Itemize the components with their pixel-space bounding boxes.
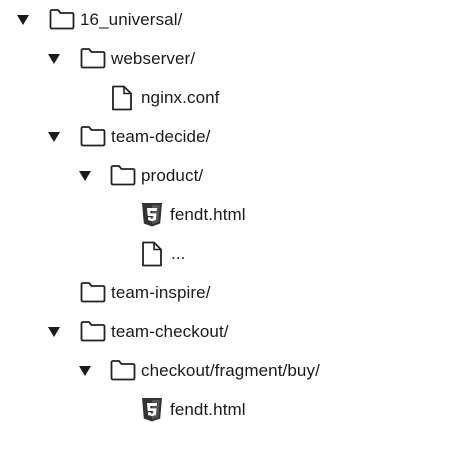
tree-item-more[interactable]: ... xyxy=(0,239,300,269)
tree-item-team-checkout[interactable]: team-checkout/ xyxy=(0,317,300,347)
file-icon xyxy=(141,241,163,267)
folder-icon xyxy=(80,281,106,303)
tree-item-label: 16_universal/ xyxy=(80,10,183,29)
expand-triangle-icon[interactable] xyxy=(47,53,61,65)
tree-item-checkout-fragment-buy[interactable]: checkout/fragment/buy/ xyxy=(0,356,360,386)
expand-triangle-icon[interactable] xyxy=(47,326,61,338)
folder-icon xyxy=(110,359,136,381)
tree-item-label: product/ xyxy=(141,166,204,185)
tree-item-product[interactable]: product/ xyxy=(0,161,300,191)
expand-triangle-icon[interactable] xyxy=(78,365,92,377)
html5-icon xyxy=(141,397,163,423)
html5-icon xyxy=(141,202,163,228)
expand-triangle-icon[interactable] xyxy=(47,131,61,143)
tree-item-webserver[interactable]: webserver/ xyxy=(0,44,300,74)
folder-icon xyxy=(80,125,106,147)
tree-item-fendt-html[interactable]: fendt.html xyxy=(0,200,300,230)
tree-item-fendt-html[interactable]: fendt.html xyxy=(0,395,300,425)
folder-icon xyxy=(80,47,106,69)
tree-item-label: team-checkout/ xyxy=(111,322,229,341)
tree-item-label: fendt.html xyxy=(170,205,246,224)
expand-triangle-icon[interactable] xyxy=(16,14,30,26)
tree-item-label: team-decide/ xyxy=(111,127,211,146)
folder-icon xyxy=(110,164,136,186)
tree-item-team-decide[interactable]: team-decide/ xyxy=(0,122,300,152)
tree-item-label: team-inspire/ xyxy=(111,283,211,302)
tree-item-16-universal[interactable]: 16_universal/ xyxy=(0,5,300,35)
tree-item-label: nginx.conf xyxy=(141,88,220,107)
tree-item-label: webserver/ xyxy=(111,49,196,68)
folder-icon xyxy=(80,320,106,342)
tree-item-label: checkout/fragment/buy/ xyxy=(141,361,320,380)
tree-item-label: fendt.html xyxy=(170,400,246,419)
tree-item-team-inspire[interactable]: team-inspire/ xyxy=(0,278,300,308)
tree-item-nginx-conf[interactable]: nginx.conf xyxy=(0,83,300,113)
file-icon xyxy=(111,85,133,111)
tree-item-label: ... xyxy=(171,244,186,263)
folder-icon xyxy=(49,8,75,30)
expand-triangle-icon[interactable] xyxy=(78,170,92,182)
